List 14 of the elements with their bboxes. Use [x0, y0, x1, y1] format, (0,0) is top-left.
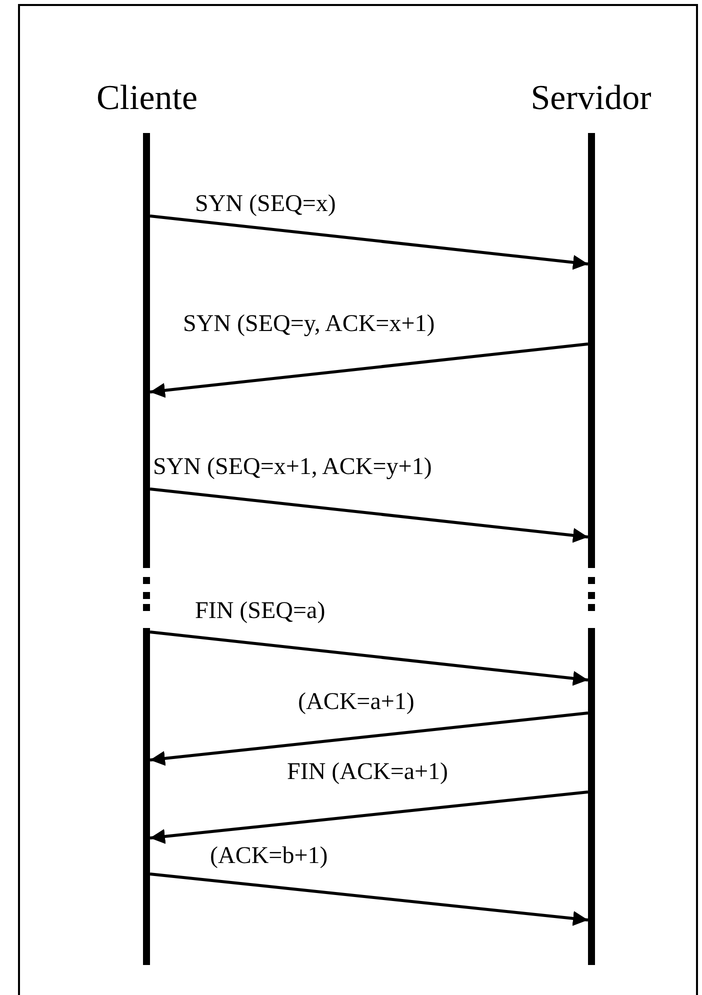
edge-label: SYN (SEQ=x): [195, 192, 336, 216]
participant-label: Cliente: [96, 80, 198, 115]
lifeline-bar: [143, 133, 150, 965]
edge-label: SYN (SEQ=y, ACK=x+1): [183, 312, 435, 336]
message-arrow: [150, 488, 588, 543]
message-arrow: [150, 214, 588, 270]
participant-label: Servidor: [530, 80, 652, 115]
lifeline-bar: [588, 133, 595, 965]
message-arrow: [150, 342, 588, 398]
edge-label: FIN (SEQ=a): [195, 599, 326, 623]
edge-label: (ACK=a+1): [298, 690, 414, 714]
edge-label: SYN (SEQ=x+1, ACK=y+1): [153, 455, 432, 479]
edge-label: (ACK=b+1): [210, 844, 328, 868]
edge-label: FIN (ACK=a+1): [287, 760, 448, 784]
